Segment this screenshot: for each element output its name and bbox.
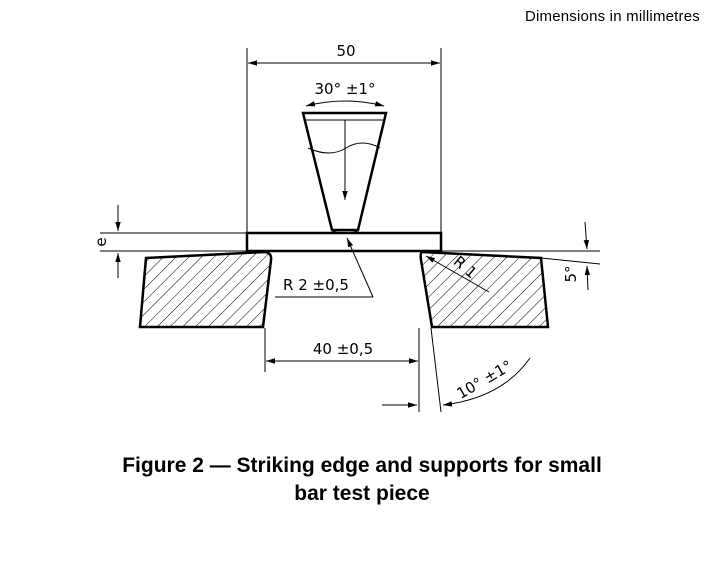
edge-angle-arc — [305, 100, 385, 107]
support-angle-label: 10° ±1° — [454, 357, 516, 403]
support-radius-leader — [425, 255, 490, 293]
figure-caption-line1: Figure 2 — Striking edge and supports fo… — [122, 454, 602, 477]
edge-angle-label: 30° ±1° — [315, 80, 376, 98]
slope-label: 5° — [562, 265, 580, 282]
striker — [301, 111, 388, 236]
left-support — [138, 250, 273, 329]
span-label: 40 ±0,5 — [313, 340, 373, 358]
test-piece — [245, 231, 443, 253]
edge-radius-label: R 2 ±0,5 — [283, 276, 349, 294]
slope-dimension — [441, 221, 601, 291]
support-angle-arc — [442, 357, 531, 407]
thickness-label: e — [92, 237, 110, 246]
width-label: 50 — [336, 42, 355, 60]
width-extension-lines — [246, 48, 442, 232]
figure-caption-line2: bar test piece — [294, 482, 430, 505]
thickness-dimension — [100, 205, 247, 278]
technical-drawing: 50 30° ±1° e R 2 ±0,5 R 1 5° 4 — [92, 42, 601, 413]
units-note: Dimensions in millimetres — [524, 8, 700, 25]
edge-radius-arrow — [346, 237, 374, 298]
support-angle-dimension — [418, 327, 442, 413]
